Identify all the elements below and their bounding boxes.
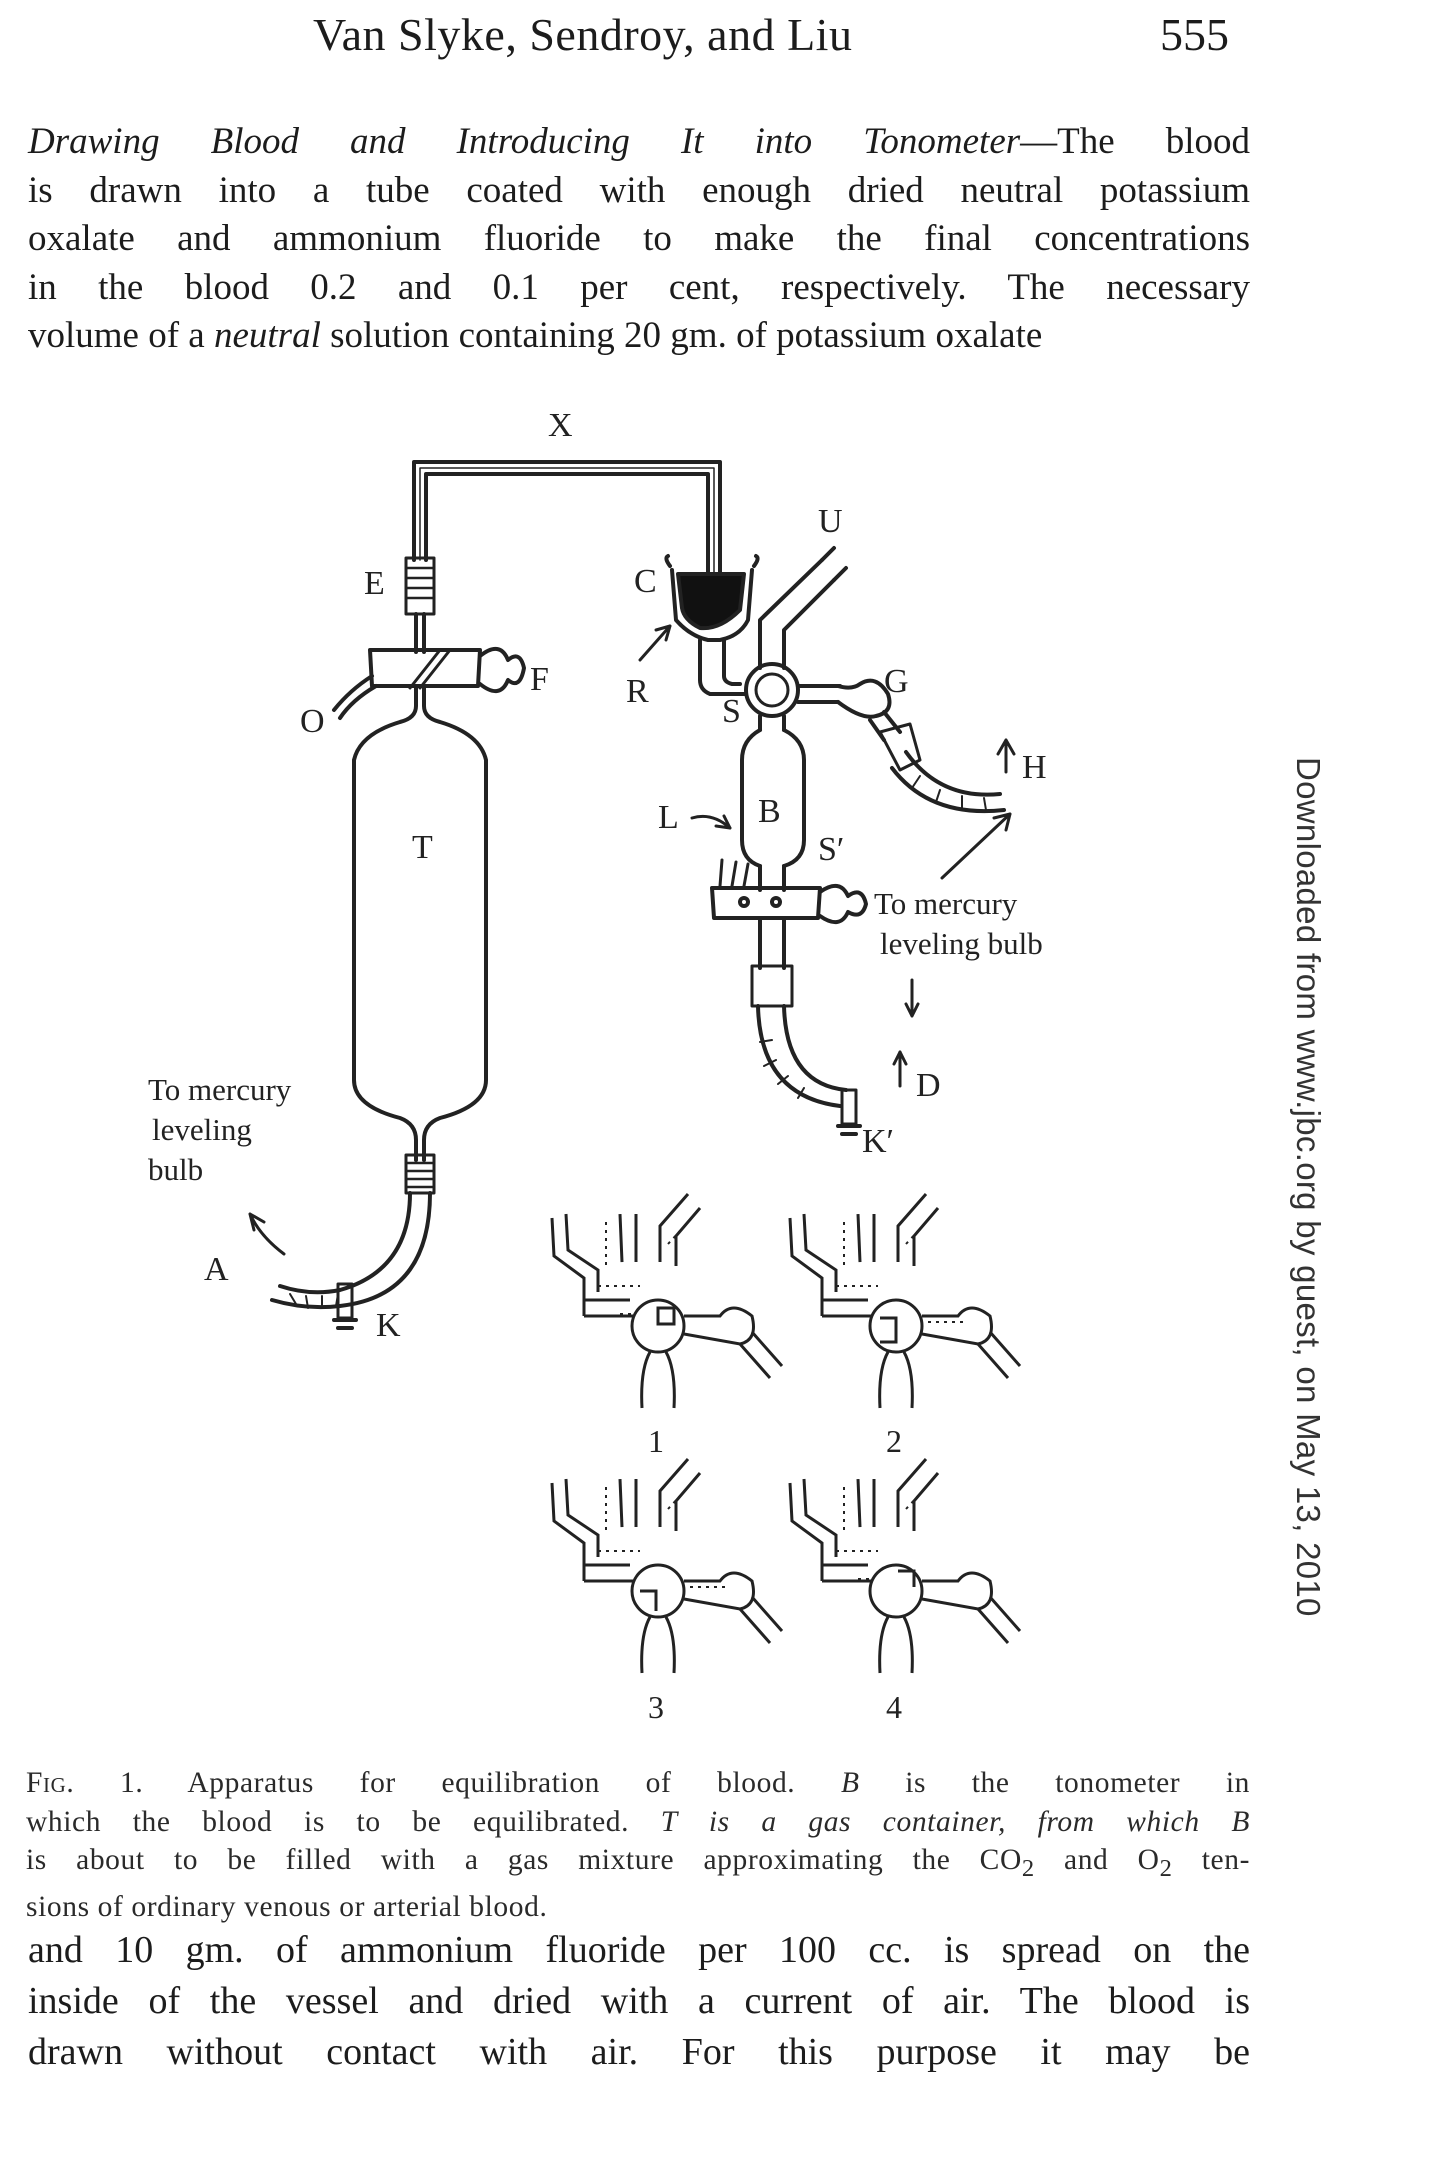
label-t: T (412, 829, 433, 866)
caption-text: ten- (1172, 1844, 1250, 1876)
label-e: E (364, 565, 385, 602)
paragraph-bottom-line-1: and 10 gm. of ammonium fluoride per 100 … (28, 1929, 1250, 1971)
caption-emphasis: T (660, 1805, 678, 1838)
running-head: Van Slyke, Sendroy, and Liu 555 (0, 8, 1431, 68)
clamp-k (332, 1282, 358, 1330)
note-right-line-1: To mercury (874, 886, 1018, 921)
figure-caption: Fig. 1. Apparatus for equilibration of b… (26, 1764, 1250, 1927)
caption-text: which the blood is to be equilibrated. (26, 1805, 661, 1838)
apparatus-figure: X U E C F R O S G H T L B S′ D K′ A K To… (148, 407, 1047, 1725)
stopcock-position-1 (550, 1193, 784, 1409)
stopcock-position-3 (550, 1458, 784, 1674)
stopcock-f (332, 612, 526, 720)
caption-line-3: is about to be filled with a gas mixture… (26, 1841, 1250, 1888)
stopcock-position-2 (788, 1193, 1022, 1409)
label-a: A (204, 1251, 229, 1288)
caption-text: Apparatus for equilibration of blood. (143, 1767, 841, 1799)
caption-line-1: Fig. 1. Apparatus for equilibration of b… (26, 1764, 1250, 1803)
gas-container-t (352, 686, 488, 1162)
connecting-tube-x (412, 460, 722, 602)
emphasis-text: neutral (213, 315, 321, 356)
cup-c (664, 554, 760, 696)
note-left-line-2: leveling (152, 1112, 252, 1147)
clamp-k-prime (836, 1088, 862, 1136)
paragraph-text: solution containing 20 gm. of potassium … (320, 315, 1043, 356)
subfigure-label-4: 4 (886, 1689, 902, 1725)
caption-text: is about to be filled with a gas mixture… (26, 1844, 1022, 1876)
paragraph-top-line-2: is drawn into a tube coated with enough … (28, 169, 1250, 211)
paragraph-text: volume of a (28, 315, 214, 356)
figure-label: Fig. 1. (26, 1767, 144, 1799)
stopcock-s-prime (710, 858, 868, 924)
rubber-joint-e (404, 556, 436, 616)
note-left-line-3: bulb (148, 1152, 203, 1187)
note-left-line-1: To mercury (148, 1072, 292, 1107)
paragraph-top-line-1: Drawing Blood and Introducing It into To… (28, 118, 1250, 167)
download-watermark: Downloaded from www.jbc.org by guest, on… (1290, 757, 1328, 1617)
rubber-tube-d (750, 916, 848, 1108)
subfigure-label-3: 3 (648, 1689, 664, 1725)
caption-text: and O (1034, 1844, 1160, 1876)
paragraph-top: Drawing Blood and Introducing It into To… (28, 118, 1250, 361)
stopcock-position-4 (788, 1458, 1022, 1674)
paragraph-top-line-3: oxalate and ammonium fluoride to make th… (28, 218, 1250, 259)
label-l: L (658, 799, 679, 836)
label-u: U (818, 503, 843, 540)
caption-text: is the tonometer in (859, 1767, 1251, 1799)
label-s: S (722, 693, 741, 730)
paragraph-bottom-line-2: inside of the vessel and dried with a cu… (28, 1980, 1250, 2022)
label-o: O (300, 703, 325, 740)
paragraph-top-line-5: volume of a neutral solution containing … (28, 312, 1250, 361)
label-x: X (548, 407, 573, 444)
side-arm-g (836, 678, 1006, 814)
caption-emphasis: B (840, 1767, 860, 1799)
subscript: 2 (1021, 1854, 1035, 1882)
paragraph-top-line-4: in the blood 0.2 and 0.1 per cent, respe… (28, 266, 1250, 308)
section-heading-italic: Drawing Blood and Introducing It into To… (28, 121, 1021, 162)
label-f: F (530, 661, 549, 698)
label-g: G (884, 663, 909, 700)
page-number: 555 (1160, 9, 1229, 60)
download-watermark-text: Downloaded from www.jbc.org by guest, on… (1290, 757, 1327, 1617)
paragraph-bottom: and 10 gm. of ammonium fluoride per 100 … (28, 1925, 1250, 2078)
subfigure-label-1: 1 (648, 1423, 664, 1459)
label-c: C (634, 563, 657, 600)
label-d: D (916, 1067, 941, 1104)
running-head-authors: Van Slyke, Sendroy, and Liu (313, 9, 853, 60)
caption-emphasis: is a gas container, from which (677, 1805, 1232, 1838)
paragraph-text: —The blood (1020, 121, 1251, 162)
subfigure-label-2: 2 (886, 1423, 902, 1459)
caption-line-4: sions of ordinary venous or arterial blo… (26, 1891, 548, 1924)
three-way-stopcock-s (738, 546, 848, 732)
label-k: K (376, 1307, 401, 1344)
subscript: 2 (1159, 1854, 1173, 1882)
note-right-line-2: leveling bulb (880, 926, 1043, 961)
caption-line-2: which the blood is to be equilibrated. T… (26, 1803, 1250, 1842)
label-k-prime: K′ (862, 1123, 894, 1160)
label-h: H (1022, 749, 1047, 786)
label-r: R (626, 673, 649, 710)
paragraph-bottom-line-3: drawn without contact with air. For this… (28, 2031, 1250, 2073)
label-s-prime: S′ (818, 831, 844, 868)
label-b: B (758, 793, 781, 830)
caption-emphasis: B (1231, 1805, 1250, 1838)
